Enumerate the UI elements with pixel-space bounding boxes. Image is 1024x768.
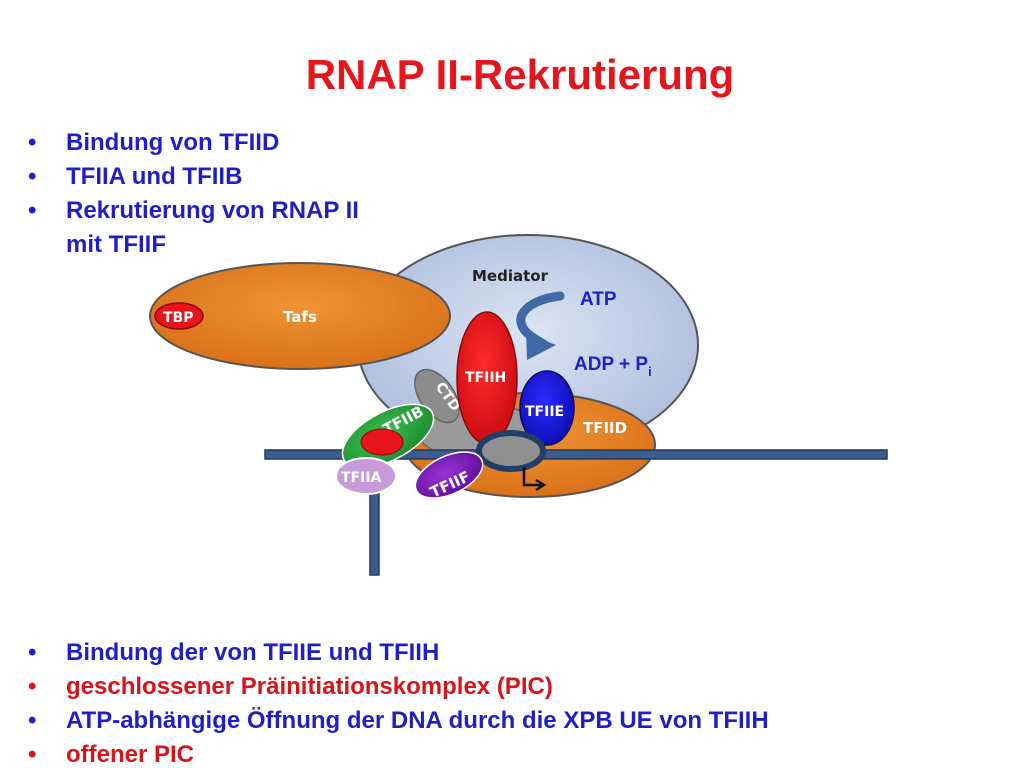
bullet-text: TFIIA und TFIIB — [66, 163, 243, 190]
bullet-continuation-text: mit TFIIF — [66, 231, 166, 258]
bullet-item: • offener PIC — [28, 738, 769, 768]
bullet-text: offener PIC — [66, 741, 195, 768]
tfiid-label: TFIID — [583, 419, 627, 437]
bullet-list-top: • Bindung von TFIID • TFIIA und TFIIB • … — [28, 126, 359, 262]
bullet-dot: • — [28, 673, 37, 700]
tbp-label: TBP — [163, 310, 193, 326]
adp-label: ADP + Pi — [574, 354, 652, 379]
tafs-label: Tafs — [283, 308, 317, 326]
rnap-ring-shape — [476, 430, 546, 472]
bullet-dot: • — [28, 197, 37, 224]
bullet-list-bottom: • Bindung der von TFIIE und TFIIH • gesc… — [28, 636, 769, 768]
bullet-dot: • — [28, 639, 37, 666]
tbp-shape — [154, 302, 204, 330]
bullet-item-continuation: mit TFIIF — [28, 228, 359, 262]
mediator-label: Mediator — [472, 267, 549, 285]
adp-main-text: ADP + P — [574, 354, 648, 375]
tfiif-shape — [414, 451, 484, 499]
adp-subscript: i — [648, 364, 652, 379]
tbp-core-shape — [360, 428, 404, 456]
bullet-dot: • — [28, 707, 37, 734]
bullet-dot: • — [28, 163, 37, 190]
transcription-start-arrow-icon — [522, 467, 541, 487]
tfiie-label: TFIIE — [525, 404, 564, 420]
bullet-text: ATP-abhängige Öffnung der DNA durch die … — [66, 707, 769, 734]
slide-title: RNAP II-Rekrutierung — [305, 51, 735, 98]
tafs-shape — [149, 262, 451, 370]
bullet-item: • ATP-abhängige Öffnung der DNA durch di… — [28, 704, 769, 738]
tfiia-shape — [335, 457, 397, 495]
bullet-text: Bindung von TFIID — [66, 129, 280, 156]
bullet-text: geschlossener Präinitiationskomplex (PIC… — [66, 673, 553, 700]
tfiih-label: TFIIH — [465, 370, 506, 386]
bullet-item: • Bindung der von TFIIE und TFIIH — [28, 636, 769, 670]
atp-label: ATP — [580, 289, 617, 310]
bullet-item: • Bindung von TFIID — [28, 126, 359, 160]
tfiia-label: TFIIA — [341, 470, 382, 486]
bullet-item: • Rekrutierung von RNAP II — [28, 194, 359, 228]
bullet-text: Rekrutierung von RNAP II — [66, 197, 359, 224]
bullet-item: • geschlossener Präinitiationskomplex (P… — [28, 670, 769, 704]
dna-strand-horizontal — [264, 449, 888, 460]
bullet-dot: • — [28, 129, 37, 156]
tfiie-shape — [519, 370, 575, 446]
bullet-dot: • — [28, 741, 37, 768]
bullet-item: • TFIIA und TFIIB — [28, 160, 359, 194]
bullet-text: Bindung der von TFIIE und TFIIH — [66, 639, 440, 666]
